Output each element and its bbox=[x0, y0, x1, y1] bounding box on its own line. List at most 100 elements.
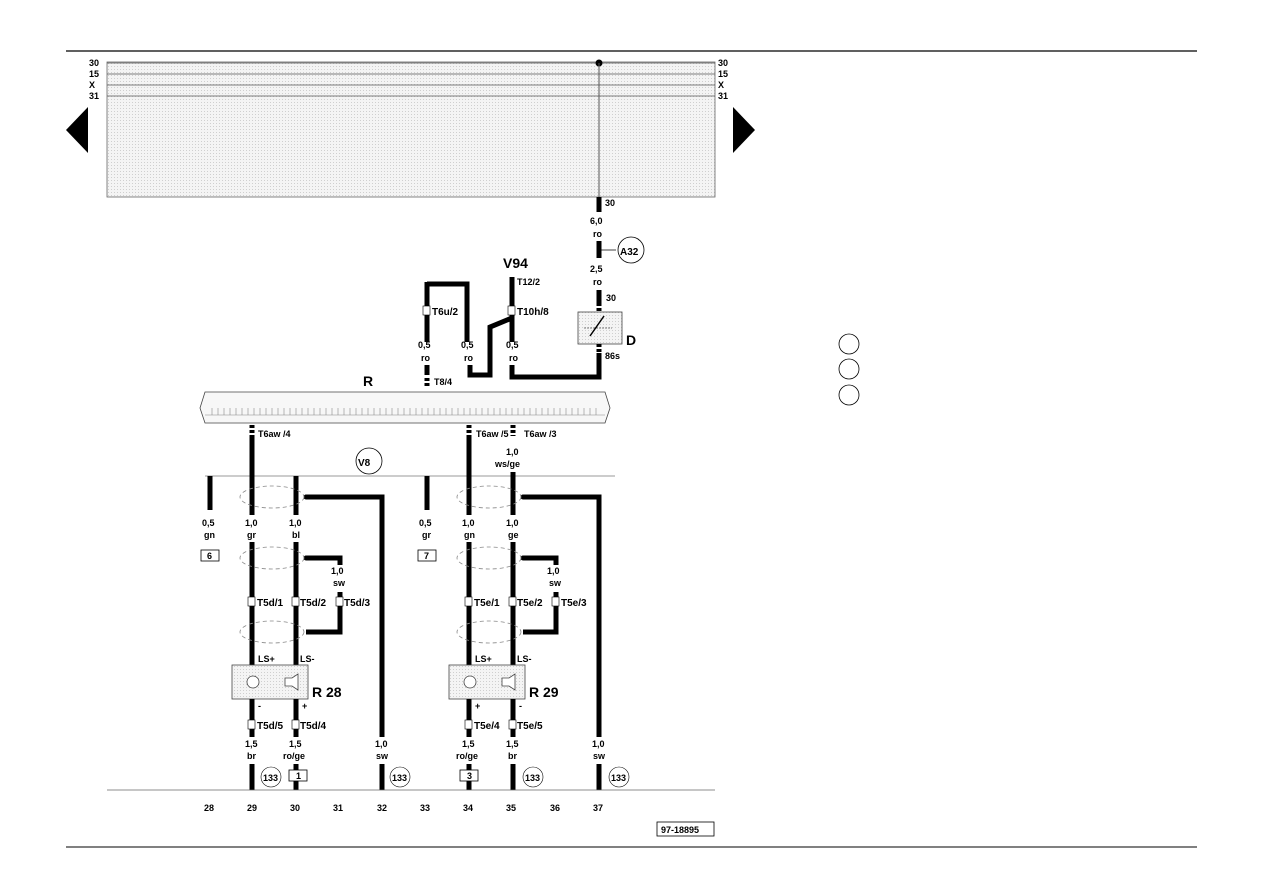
wire-color: ge bbox=[508, 530, 519, 540]
rail-labels-left: 30 15 X 31 bbox=[89, 58, 99, 101]
rail-label: 31 bbox=[89, 91, 99, 101]
legend-circle bbox=[838, 384, 860, 406]
pin-label: LS+ bbox=[258, 654, 275, 664]
wire-size: 1,5 bbox=[289, 739, 302, 749]
wire-size: 1,0 bbox=[592, 739, 605, 749]
speaker-label: R 28 bbox=[312, 684, 342, 700]
ref-label: 133 bbox=[611, 773, 626, 783]
connector-label: T5e/2 bbox=[517, 598, 543, 609]
column-number: 33 bbox=[420, 803, 430, 813]
connector-label: T5d/2 bbox=[300, 598, 327, 609]
wire-color: sw bbox=[549, 578, 562, 588]
wire-color: ro/ge bbox=[456, 751, 478, 761]
connector-pin bbox=[551, 596, 560, 607]
connector-pin bbox=[422, 305, 431, 316]
legend-circle bbox=[838, 333, 860, 355]
triangle-left-icon[interactable] bbox=[66, 107, 88, 153]
ref-label: 133 bbox=[263, 773, 278, 783]
column-number: 34 bbox=[463, 803, 473, 813]
connector-label: T5d/3 bbox=[344, 598, 371, 609]
wire-color: bl bbox=[292, 530, 300, 540]
wire-size: 1,5 bbox=[506, 739, 519, 749]
speaker-icon bbox=[463, 675, 477, 689]
connector-pin bbox=[464, 596, 473, 607]
ref-box-label: 1 bbox=[296, 771, 301, 781]
wire bbox=[523, 555, 559, 565]
radio-label: R bbox=[363, 373, 373, 389]
rail-label: 30 bbox=[718, 58, 728, 68]
rail-label: 15 bbox=[89, 69, 99, 79]
diagram-id: 97-18895 bbox=[661, 825, 699, 835]
connector-pin bbox=[508, 596, 517, 607]
wire-size: 1,0 bbox=[289, 518, 302, 528]
wire-color: br bbox=[247, 751, 256, 761]
wire-size: 6,0 bbox=[590, 216, 603, 226]
connector-pin bbox=[335, 596, 344, 607]
connector-a32 bbox=[617, 236, 645, 264]
connector-pin bbox=[291, 719, 300, 730]
twisted-pair bbox=[239, 546, 305, 570]
legend-circle bbox=[838, 358, 860, 380]
wire-size: 1,5 bbox=[462, 739, 475, 749]
ref-box bbox=[288, 769, 308, 782]
triangle-right-icon[interactable] bbox=[733, 107, 755, 153]
wire-size: 0,5 bbox=[419, 518, 432, 528]
wire bbox=[523, 494, 602, 790]
column-number: 31 bbox=[333, 803, 343, 813]
twisted-pair bbox=[456, 546, 522, 570]
rail-label: 30 bbox=[89, 58, 99, 68]
wire-size: 0,5 bbox=[202, 518, 215, 528]
ref-circle bbox=[522, 766, 544, 788]
pin-label: LS+ bbox=[475, 654, 492, 664]
wire-color: ro bbox=[509, 353, 519, 363]
connector-label: T10h/8 bbox=[517, 307, 549, 318]
rail-label: 15 bbox=[718, 69, 728, 79]
wire-color: ro bbox=[421, 353, 431, 363]
twisted-pair bbox=[456, 485, 522, 509]
wire-size: 1,0 bbox=[331, 566, 344, 576]
v94-label: V94 bbox=[503, 255, 528, 271]
ref-circle bbox=[608, 766, 630, 788]
ref-box bbox=[200, 549, 220, 562]
connector-pin bbox=[247, 596, 256, 607]
connector-label: T6aw /3 bbox=[524, 429, 557, 439]
column-number: 36 bbox=[550, 803, 560, 813]
wire bbox=[306, 555, 343, 565]
wire-size: 1,0 bbox=[547, 566, 560, 576]
wire-color: sw bbox=[376, 751, 389, 761]
connector-label: A32 bbox=[620, 247, 639, 258]
column-number: 37 bbox=[593, 803, 603, 813]
connector-label: T6aw /5 bbox=[476, 429, 509, 439]
connector-pin bbox=[291, 596, 300, 607]
column-number: 30 bbox=[290, 803, 300, 813]
wire-size: 0,5 bbox=[461, 340, 474, 350]
ref-box bbox=[417, 549, 437, 562]
wire-color: br bbox=[508, 751, 517, 761]
connector-label: T12/2 bbox=[517, 277, 540, 287]
wire-color: gn bbox=[464, 530, 475, 540]
pin-label: LS- bbox=[517, 654, 532, 664]
rail-labels-right: 30 15 X 31 bbox=[718, 58, 728, 101]
connector-pin bbox=[247, 719, 256, 730]
wire-size: 0,5 bbox=[418, 340, 431, 350]
connector-label: T5e/5 bbox=[517, 721, 543, 732]
ref-label: 133 bbox=[525, 773, 540, 783]
rail-label: X bbox=[89, 80, 95, 90]
wire-size: 1,0 bbox=[506, 447, 519, 457]
rail-label: 31 bbox=[718, 91, 728, 101]
v8-circle bbox=[355, 447, 383, 475]
wire-size: 1,0 bbox=[245, 518, 258, 528]
polarity: + bbox=[475, 701, 480, 711]
connector-label: T5e/4 bbox=[474, 721, 500, 732]
wire-size: 0,5 bbox=[506, 340, 519, 350]
ref-box-label: 7 bbox=[424, 551, 429, 561]
wire-color: ro bbox=[593, 229, 603, 239]
wire-color: ws/ge bbox=[494, 459, 520, 469]
speaker-icon bbox=[246, 675, 260, 689]
wire-color: gr bbox=[247, 530, 256, 540]
connector-label: T5d/1 bbox=[257, 598, 284, 609]
connector-label: T6aw /4 bbox=[258, 429, 291, 439]
wire-color: gn bbox=[204, 530, 215, 540]
